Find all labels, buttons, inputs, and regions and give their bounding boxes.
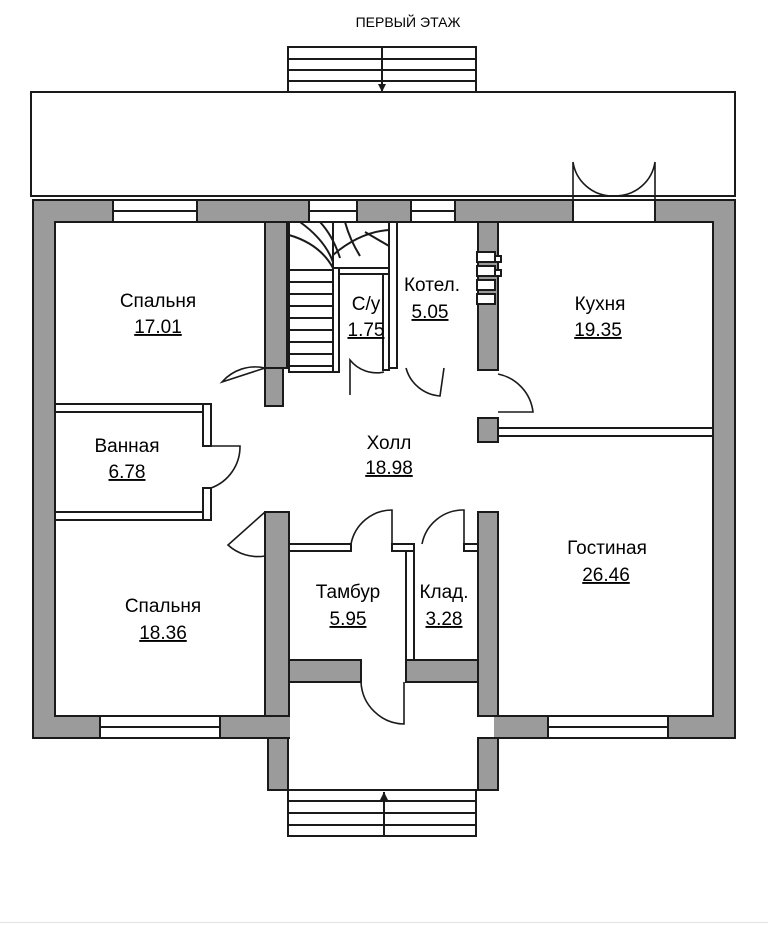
room-name-bedroom-1: Спальня (120, 291, 196, 312)
room-area-wc: 1.75 (348, 320, 385, 341)
room-area-vestibule: 5.95 (330, 609, 367, 630)
staircase (288, 221, 390, 373)
room-area-kitchen: 19.35 (574, 320, 622, 341)
room-area-bedroom-2: 18.36 (139, 623, 187, 644)
arrow-up-icon (380, 792, 388, 800)
footer-divider (0, 922, 768, 923)
room-area-bedroom-1: 17.01 (134, 317, 182, 338)
room-name-bathroom: Ванная (94, 436, 159, 457)
top-terrace (30, 46, 736, 197)
room-labels: Спальня 17.01 С/у 1.75 Котел. 5.05 Кухня… (94, 275, 646, 644)
door (421, 509, 465, 545)
door (350, 509, 393, 545)
door (497, 373, 534, 413)
door (349, 357, 385, 395)
room-area-storage: 3.28 (426, 609, 463, 630)
boiler-fixtures (476, 251, 502, 305)
door (219, 366, 266, 384)
room-name-wc: С/у (352, 294, 381, 315)
room-name-bedroom-2: Спальня (125, 596, 201, 617)
window (572, 199, 656, 223)
arrow-down-icon (378, 84, 386, 92)
room-name-boiler: Котел. (404, 275, 460, 296)
room-area-bathroom: 6.78 (109, 462, 146, 483)
doors (210, 161, 656, 725)
room-name-living-room: Гостиная (567, 538, 647, 559)
room-name-kitchen: Кухня (575, 294, 626, 315)
room-area-hall: 18.98 (365, 458, 413, 479)
room-area-living-room: 26.46 (582, 565, 630, 586)
room-name-hall: Холл (367, 433, 412, 454)
door (226, 511, 266, 558)
floor-title: ПЕРВЫЙ ЭТАЖ (356, 13, 461, 30)
room-name-storage: Клад. (419, 582, 468, 603)
door (572, 161, 613, 200)
room-name-vestibule: Тамбур (316, 582, 381, 603)
door (360, 681, 405, 725)
windows (99, 199, 669, 739)
door (210, 445, 241, 489)
room-area-boiler: 5.05 (412, 302, 449, 323)
door (615, 161, 656, 200)
entrance-porch (267, 737, 499, 837)
door (405, 367, 445, 397)
